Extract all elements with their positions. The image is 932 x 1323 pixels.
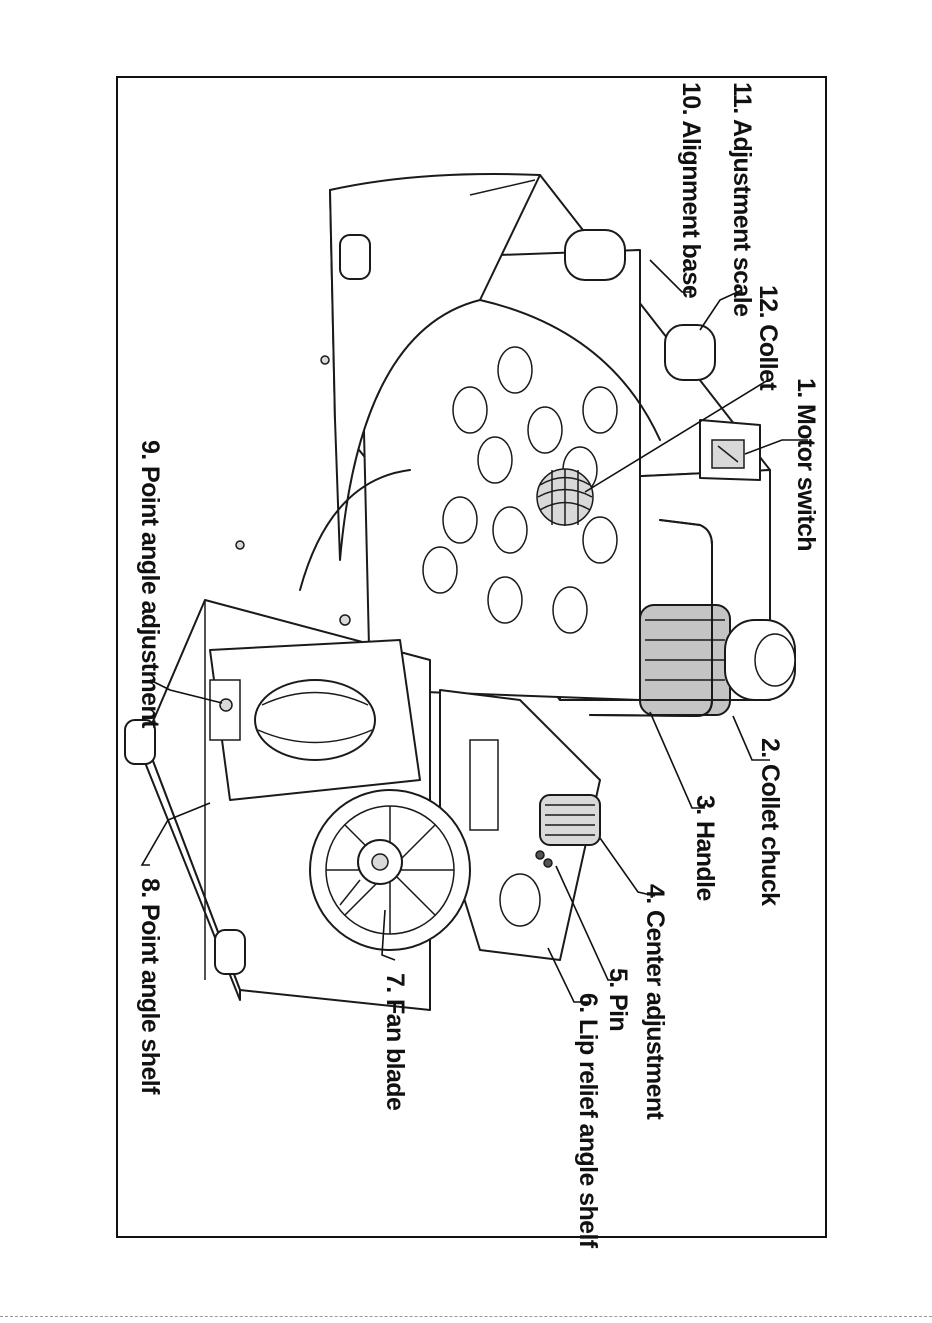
label-pin: 5. Pin	[604, 968, 632, 1031]
label-collet: 12. Collet	[754, 285, 782, 391]
label-fan-blade: 7. Fan blade	[381, 973, 409, 1111]
label-lip-relief-angle-shelf: 6. Lip relief angle shelf	[574, 993, 602, 1249]
motor-switch-part	[700, 420, 760, 480]
page-bottom-rule	[0, 1316, 932, 1317]
collet-part	[537, 469, 593, 526]
label-handle: 3. Handle	[691, 795, 719, 901]
label-point-angle-adjustment: 9. Point angle adjustment	[136, 440, 164, 729]
collet-chuck-part	[640, 605, 795, 715]
label-motor-switch: 1. Motor switch	[792, 378, 820, 551]
label-adjustment-scale: 11. Adjustment scale	[728, 82, 756, 317]
center-adjustment-knob	[540, 795, 600, 845]
fan-blade-part	[310, 790, 470, 950]
label-center-adjustment: 4. Center adjustment	[641, 884, 669, 1121]
point-angle-adjustment-part	[210, 680, 240, 740]
label-alignment-base: 10. Alignment base	[677, 82, 705, 299]
label-collet-chuck: 2. Collet chuck	[756, 738, 784, 906]
leader-handle	[650, 712, 705, 808]
label-point-angle-shelf: 8. Point angle shelf	[136, 878, 164, 1095]
